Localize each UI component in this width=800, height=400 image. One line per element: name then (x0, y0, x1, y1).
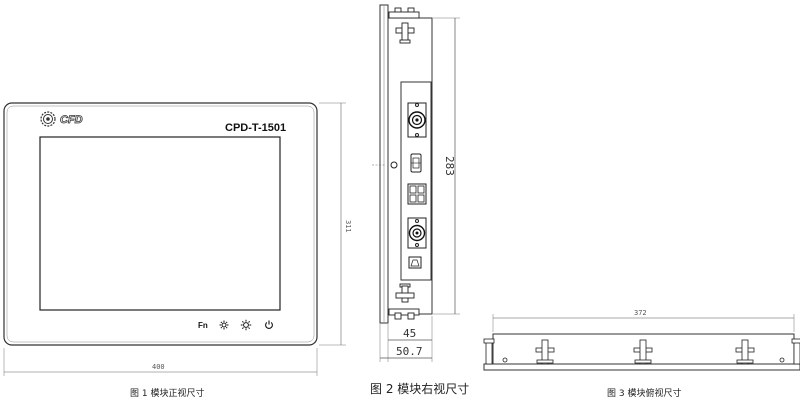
top-view-clamps (483, 338, 800, 365)
top-width-dim: 372 (634, 309, 647, 317)
brightness-up-icon (240, 319, 252, 331)
front-width-dim: 400 (152, 363, 165, 371)
front-height-dim: 311 (344, 220, 352, 233)
ground-connector (408, 256, 422, 269)
top-view: 372 图 3 模块俯视尺寸 (483, 309, 800, 399)
power-icon (265, 320, 273, 329)
small-switch (410, 153, 422, 173)
side-screw (390, 161, 398, 169)
front-screen (39, 136, 281, 311)
side-view: 283 45 50.7 图 2 模块右视尺寸 (370, 4, 469, 396)
fn-label: Fn (198, 321, 208, 330)
front-caption: 图 1 模块正视尺寸 (130, 387, 204, 399)
terminal-block (407, 183, 427, 205)
gear-logo-icon (40, 111, 56, 127)
brand-text: CFD (60, 114, 83, 126)
bottom-clamp (388, 283, 420, 320)
front-view: CFD CPD-T-1501 Fn 400 311 图 1 模块正视尺寸 (3, 102, 352, 399)
top-clamp (388, 7, 420, 44)
side-caption: 图 2 模块右视尺寸 (370, 381, 469, 396)
lower-round-connector (407, 217, 427, 249)
side-total-depth-dim: 50.7 (396, 345, 423, 358)
model-label: CPD-T-1501 (225, 122, 286, 134)
brightness-down-icon (219, 320, 229, 330)
top-front-panel (483, 363, 800, 371)
front-bezel-inner (6, 105, 315, 343)
upper-round-connector (407, 102, 427, 138)
side-depth-dim: 45 (403, 327, 416, 340)
top-caption: 图 3 模块俯视尺寸 (607, 387, 681, 399)
side-height-dim: 283 (443, 156, 456, 176)
